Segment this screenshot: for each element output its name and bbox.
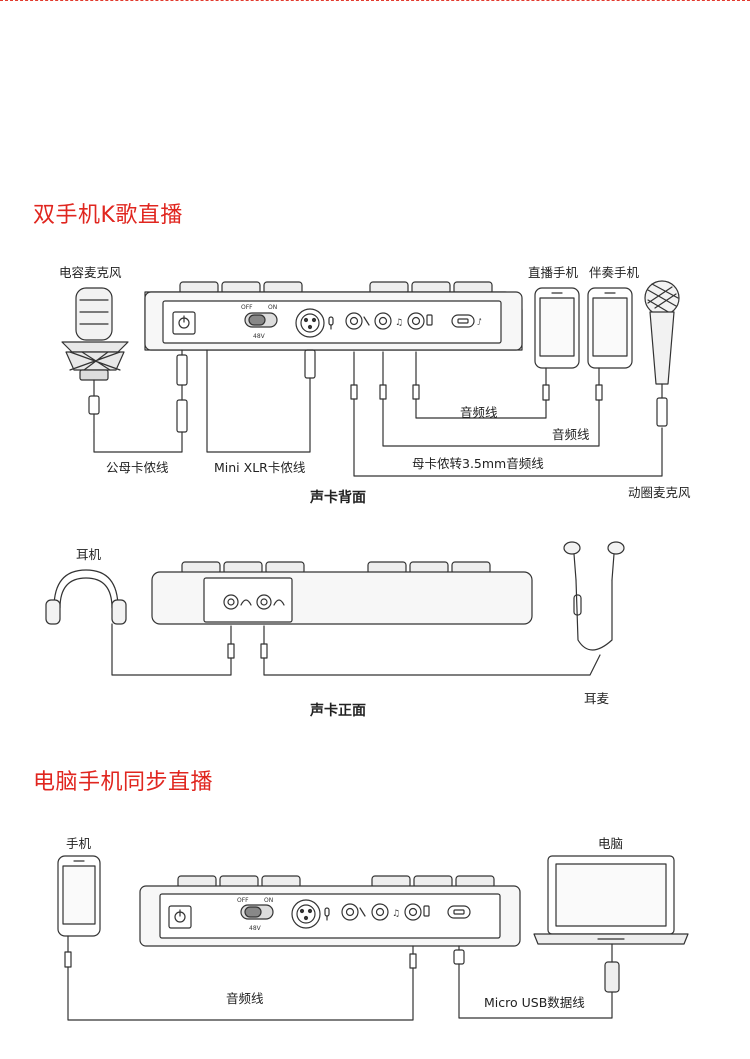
- label-accomp-phone: 伴奏手机: [589, 265, 640, 280]
- switch-on-label-2: ON: [264, 897, 273, 904]
- caption-sound-card-back: 声卡背面: [310, 490, 366, 506]
- earset-illustration: [263, 541, 625, 676]
- svg-text:♫: ♫: [392, 909, 400, 919]
- switch-off-label: OFF: [241, 304, 253, 311]
- label-computer: 电脑: [598, 836, 624, 851]
- phantom-48v-label-2: 48V: [249, 925, 262, 932]
- label-male-female-xlr-cable: 公母卡侬线: [106, 460, 169, 475]
- laptop-illustration: [533, 855, 689, 945]
- phantom-48v-label: 48V: [253, 333, 266, 340]
- switch-off-label-2: OFF: [237, 897, 249, 904]
- label-mini-xlr-cable: Mini XLR卡侬线: [214, 460, 306, 475]
- label-dynamic-mic: 动圈麦克风: [628, 485, 691, 500]
- label-condenser-mic: 电容麦克风: [59, 265, 122, 280]
- label-earset: 耳麦: [584, 691, 610, 706]
- caption-sound-card-front: 声卡正面: [310, 703, 366, 719]
- sound-card-back-device: ♫ ⭜: [144, 281, 523, 351]
- top-dashed-divider: [0, 0, 750, 1]
- phone-live-illustration: [534, 287, 580, 401]
- dynamic-mic-illustration: [644, 280, 680, 427]
- label-xlr-to-35mm-cable: 母卡侬转3.5mm音频线: [412, 456, 544, 471]
- label-micro-usb-cable: Micro USB数据线: [484, 995, 585, 1010]
- label-audio-cable-3: 音频线: [226, 991, 264, 1006]
- label-audio-cable-2: 音频线: [552, 427, 590, 442]
- svg-text:⭜: ⭜: [477, 317, 482, 328]
- svg-text:♫: ♫: [395, 318, 403, 328]
- label-audio-cable-1: 音频线: [460, 405, 498, 420]
- phone-accompaniment-illustration: [587, 287, 633, 401]
- label-phone: 手机: [66, 836, 92, 851]
- headphones-illustration: [45, 569, 127, 625]
- label-headphones: 耳机: [76, 547, 102, 562]
- switch-on-label: ON: [268, 304, 277, 311]
- sound-card-back-device-2: ♫: [139, 875, 521, 947]
- phone-illustration: [57, 855, 101, 968]
- section-title-dual-phone-karaoke: 双手机K歌直播: [33, 203, 183, 228]
- sound-card-front-device: [151, 561, 533, 625]
- condenser-mic-illustration: [61, 287, 129, 433]
- section-title-pc-phone-sync: 电脑手机同步直播: [33, 770, 214, 795]
- label-live-phone: 直播手机: [528, 265, 579, 280]
